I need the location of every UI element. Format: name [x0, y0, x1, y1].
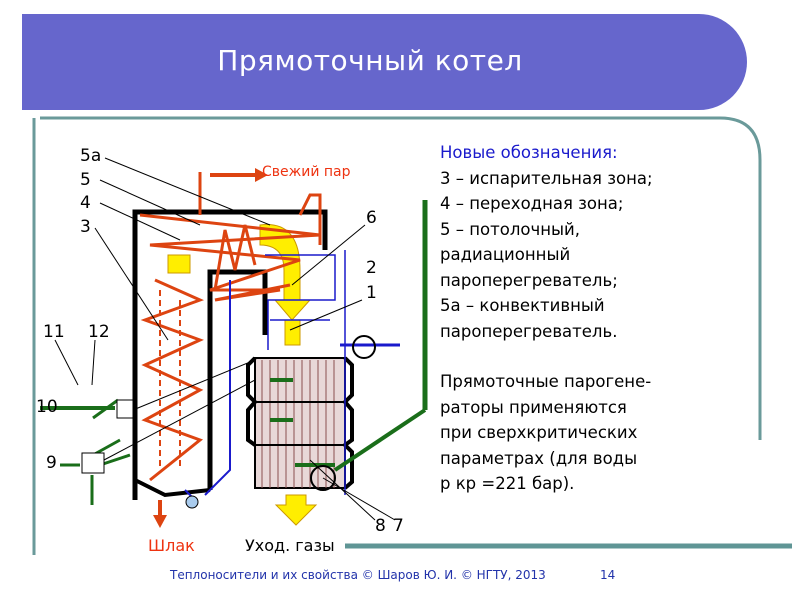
label-9: 9 — [46, 453, 57, 473]
para-line: р кр =221 бар). — [440, 474, 575, 493]
label-11: 11 — [43, 322, 65, 342]
label-12: 12 — [88, 322, 110, 342]
label-1: 1 — [366, 283, 377, 303]
label-5a: 5а — [80, 146, 102, 166]
label-7: 7 — [393, 516, 404, 536]
pump-1 — [352, 335, 376, 359]
slide-title: Прямоточный котел — [217, 44, 523, 77]
flue-gas-arrow — [274, 494, 318, 526]
note-line: 5 – потолочный, — [440, 219, 581, 239]
header-bar — [22, 14, 747, 110]
label-3: 3 — [80, 217, 91, 237]
note-line: пароперегреватель. — [440, 321, 618, 341]
flue-gas-label: Уход. газы — [245, 536, 335, 555]
notes-heading: Новые обозначения: — [440, 143, 618, 162]
note-line: радиационный — [440, 245, 571, 264]
note-line: 5а – конвективный — [440, 296, 605, 315]
para-line: Прямоточные парогене- — [440, 372, 652, 391]
label-10: 10 — [36, 397, 58, 417]
slag-label: Шлак — [148, 536, 195, 555]
label-2: 2 — [366, 258, 377, 278]
note-line: 4 – переходная зона; — [440, 194, 624, 213]
para-line: раторы применяются — [440, 397, 627, 417]
footer-text: Теплоносители и их свойства © Шаров Ю. И… — [170, 568, 546, 582]
label-4: 4 — [80, 193, 91, 213]
pump-8 — [310, 465, 336, 491]
page-number: 14 — [600, 568, 616, 582]
label-6: 6 — [366, 208, 377, 228]
notes-text: Новые обозначения: 3 – испарительная зона… — [440, 140, 653, 497]
furnace-wall — [132, 209, 328, 500]
label-5: 5 — [80, 170, 91, 190]
para-line: при сверхкритических — [440, 423, 638, 442]
para-line: параметрах (для воды — [440, 448, 638, 468]
label-8: 8 — [375, 516, 386, 536]
note-line: 3 – испарительная зона; — [440, 168, 653, 188]
note-line: пароперегреватель; — [440, 270, 618, 290]
fresh-steam-label: Свежий пар — [262, 164, 351, 180]
